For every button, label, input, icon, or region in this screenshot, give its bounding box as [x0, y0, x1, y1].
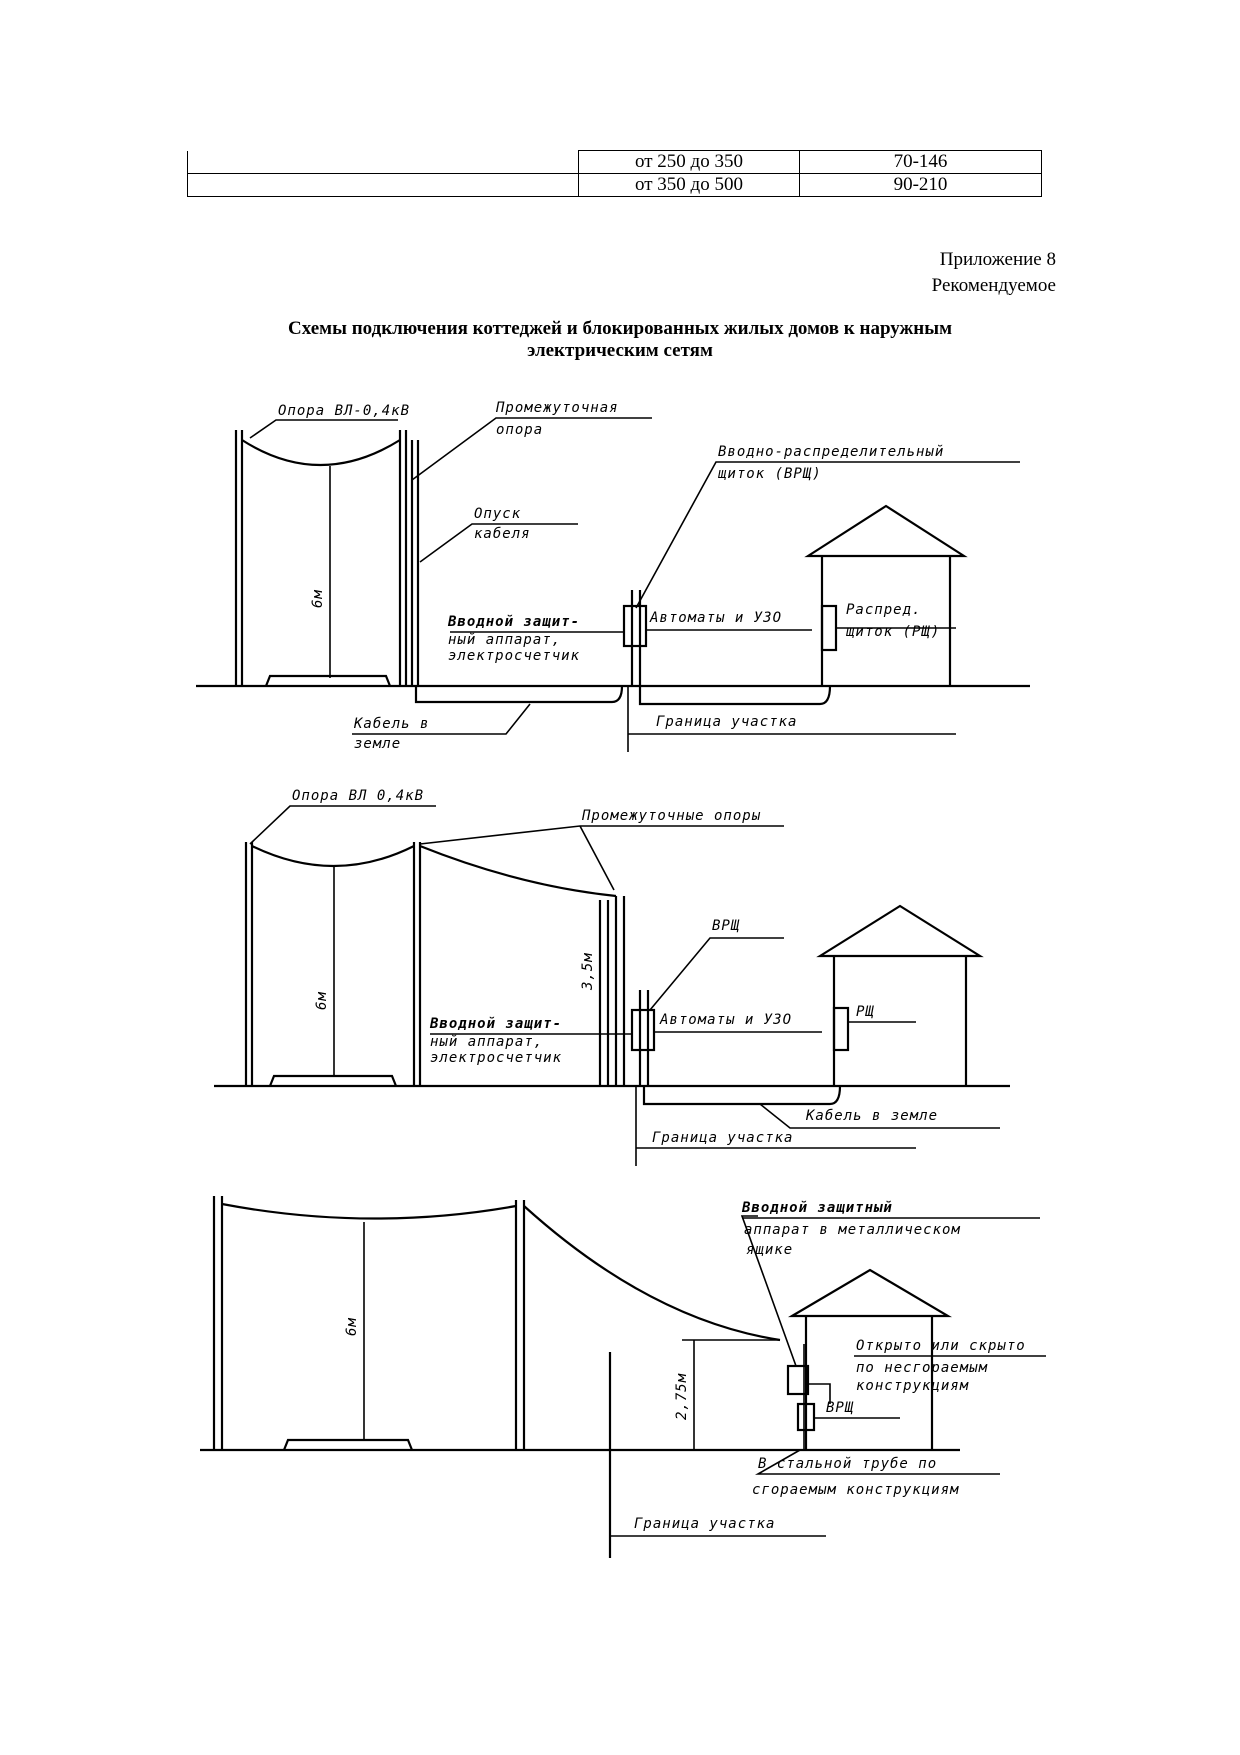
boundary-label: Граница участка — [652, 1130, 793, 1146]
leader-line — [411, 417, 652, 481]
height-label: 6м — [344, 1317, 360, 1336]
leader-line — [649, 937, 784, 1011]
table-cell: 70-146 — [799, 150, 1042, 174]
breakers-label: Автоматы и УЗО — [659, 1012, 792, 1028]
height2-label: 3,5м — [580, 952, 596, 991]
leader-line — [579, 825, 615, 891]
leader-line — [419, 523, 578, 563]
table-row: от 250 до 350 70-146 — [187, 150, 1042, 174]
underground-cable — [642, 1085, 842, 1106]
overhead-wire — [241, 439, 401, 467]
leader-line — [740, 1215, 797, 1367]
distribution-label: Распред. — [846, 602, 921, 618]
scheme-3: 6м 2,75м Вводной защитный аппарат в мета… — [200, 1196, 1046, 1558]
scheme-2: 6м 3,5м Опора ВЛ 0,4кВ Промежуточные опо… — [214, 788, 1010, 1166]
wiring-label: конструкциям — [856, 1378, 969, 1394]
pole-footing — [282, 1438, 414, 1451]
cable-ground-label: Кабель в земле — [805, 1108, 938, 1124]
input-device-label: ный аппарат, — [448, 632, 561, 648]
leader-line — [759, 1103, 1000, 1129]
cable-ground-label: Кабель в — [353, 716, 429, 732]
intermediate-pole-label: опора — [496, 422, 543, 438]
continuation-table: от 250 до 350 70-146 от 350 до 500 90-21… — [187, 150, 1042, 197]
input-device-label: аппарат в металлическом — [744, 1222, 961, 1238]
rsh-box — [820, 604, 838, 652]
wiring-label: по несгораемым — [856, 1360, 988, 1376]
boundary-label: Граница участка — [656, 714, 797, 730]
underground-cable — [638, 685, 832, 706]
rsh-box — [832, 1006, 850, 1052]
distribution-label: щиток (РЩ) — [846, 624, 940, 640]
leader-line — [754, 1449, 1000, 1475]
leader-line — [808, 1383, 831, 1404]
house-roof — [804, 504, 968, 558]
underground-cable — [414, 685, 624, 704]
vrsh-label: ВРЩ — [826, 1400, 854, 1416]
vrsh-box — [630, 1008, 656, 1052]
wiring-label: Открыто или скрыто — [856, 1338, 1026, 1354]
input-device-label: электросчетчик — [430, 1050, 562, 1066]
pole-footing — [264, 674, 392, 687]
overhead-wire — [221, 1202, 517, 1220]
input-device-label: ный аппарат, — [430, 1034, 543, 1050]
pole-label: Опора ВЛ 0,4кВ — [292, 788, 424, 804]
appendix-header: Приложение 8 Рекомендуемое — [932, 247, 1056, 299]
height-label: 6м — [314, 991, 330, 1010]
overhead-wire — [523, 1205, 781, 1342]
table-cell: от 250 до 350 — [578, 150, 800, 174]
overhead-wire — [419, 844, 617, 898]
pole-label: Опора ВЛ-0,4кВ — [278, 403, 410, 419]
input-device-label: Вводной защит- — [447, 614, 580, 630]
input-device-box — [786, 1364, 810, 1396]
leader-line — [249, 419, 398, 439]
vrsh-label: щиток (ВРЩ) — [718, 466, 822, 482]
pipe-label: В стальной трубе по — [758, 1456, 937, 1472]
scheme-1: 6м Опора ВЛ-0,4кВ Промежуточная опора Оп… — [196, 400, 1030, 752]
leader-line — [419, 825, 784, 845]
rsh-label: РЩ — [856, 1004, 875, 1020]
cable-ground-label: земле — [354, 736, 401, 752]
cable-drop-label: кабеля — [474, 526, 531, 542]
boundary-label: Граница участка — [634, 1516, 775, 1532]
leader-line — [249, 805, 436, 845]
title-line-2: электрическим сетям — [527, 340, 713, 361]
pipe-label: сгораемым конструкциям — [752, 1482, 959, 1498]
table-cell: от 350 до 500 — [578, 173, 800, 197]
house-roof — [816, 904, 984, 958]
height-label: 6м — [310, 589, 326, 608]
intermediate-pole-label: Промежуточная — [495, 400, 619, 416]
page-title: Схемы подключения коттеджей и блокирован… — [190, 318, 1050, 362]
appendix-number: Приложение 8 — [939, 249, 1056, 270]
vrsh-label: Вводно-распределительный — [718, 444, 944, 460]
input-device-label: Вводной защитный — [741, 1200, 893, 1216]
table-cell: 90-210 — [799, 173, 1042, 197]
input-device-label: Вводной защит- — [429, 1016, 562, 1032]
cable-drop-label: Опуск — [474, 506, 521, 522]
table-row: от 350 до 500 90-210 — [187, 173, 1042, 197]
vrsh-box — [796, 1402, 816, 1432]
height2-label: 2,75м — [674, 1373, 690, 1420]
title-line-1: Схемы подключения коттеджей и блокирован… — [287, 318, 953, 339]
intermediate-label: Промежуточные опоры — [581, 808, 761, 824]
input-device-label: ящике — [746, 1242, 793, 1258]
overhead-wire — [251, 845, 415, 868]
leader-line — [352, 703, 531, 735]
house-roof — [787, 1268, 953, 1318]
input-device-label: электросчетчик — [448, 648, 580, 664]
vrsh-box — [622, 604, 648, 648]
appendix-status: Рекомендуемое — [931, 275, 1056, 296]
pole-footing — [268, 1074, 398, 1087]
breakers-label: Автоматы и УЗО — [649, 610, 782, 626]
leader-line — [635, 461, 1020, 609]
vrsh-label: ВРЩ — [712, 918, 740, 934]
